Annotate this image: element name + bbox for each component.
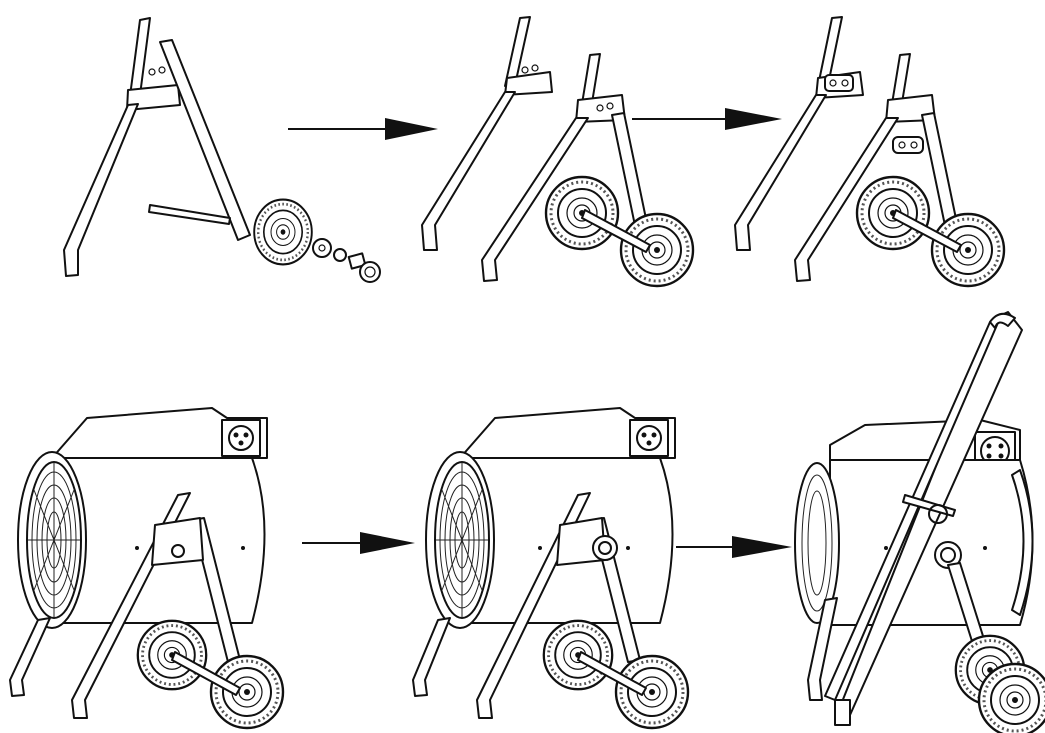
arrow-3 [302,532,415,554]
step-2-frame-with-wheels [421,16,695,288]
arrow-4 [676,536,792,558]
arrow-2 [632,108,782,130]
step-3-frame-with-brackets [734,16,1006,288]
step-1-frame-with-loose-parts [63,17,381,283]
step-6-heater-with-handle [794,311,1045,733]
step-5-heater-with-knob [412,408,690,730]
arrow-1 [288,118,438,140]
step-4-heater-with-frame [9,408,285,730]
